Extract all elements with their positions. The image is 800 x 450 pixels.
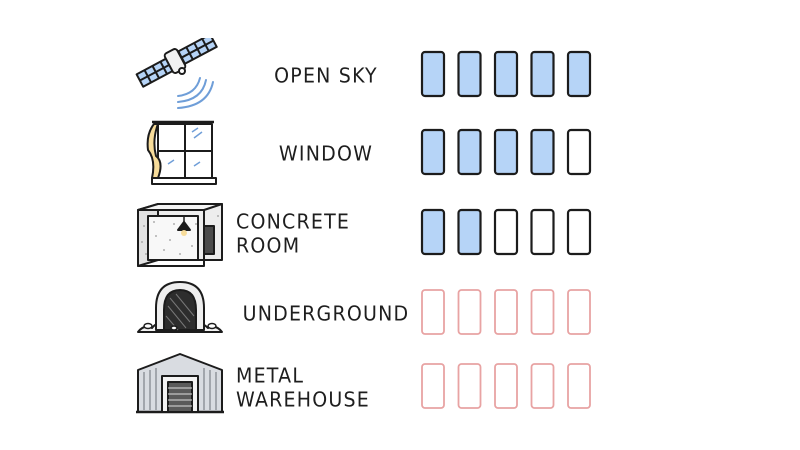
signal-bar-filled [457,50,482,98]
signal-bar-absent [567,289,591,335]
signal-bar-empty [566,128,592,176]
signal-bar-absent [421,289,445,335]
signal-bar-empty [566,208,592,256]
signal-bar-filled [420,50,446,98]
signal-bars [420,350,600,426]
signal-bar-absent [567,363,591,409]
row-label: UNDERGROUND [242,302,410,326]
signal-bar-filled [457,128,482,176]
warehouse-icon [134,350,226,426]
row-label: OPEN SKY [274,64,378,88]
window-icon [134,116,226,192]
signal-bar-absent [457,289,482,335]
signal-bars [420,196,600,272]
tunnel-icon [134,276,226,352]
signal-bar-empty [493,208,519,256]
signal-bars [420,116,600,192]
signal-bar-empty [530,208,555,256]
signal-bar-filled [420,128,446,176]
signal-bar-filled [457,208,482,256]
signal-bar-filled [493,128,519,176]
satellite-icon [134,38,226,114]
signal-bar-absent [530,289,555,335]
row-label: CONCRETE ROOM [236,210,351,258]
row-window: WINDOW [0,116,800,192]
signal-bar-filled [566,50,592,98]
signal-bars [420,276,600,352]
signal-bar-absent [494,363,518,409]
signal-bar-absent [421,363,445,409]
signal-bar-filled [530,50,555,98]
signal-bars [420,38,600,114]
row-open-sky: OPEN SKY [0,38,800,114]
signal-bar-absent [457,363,482,409]
row-metal-warehouse: METAL WAREHOUSE [0,350,800,426]
signal-bar-absent [530,363,555,409]
row-underground: UNDERGROUND [0,276,800,352]
signal-bar-filled [530,128,555,176]
concrete-room-icon [134,196,226,272]
row-concrete-room: CONCRETE ROOM [0,196,800,272]
signal-bar-absent [494,289,518,335]
row-label: METAL WAREHOUSE [236,364,370,412]
row-label: WINDOW [278,142,374,166]
signal-bar-filled [493,50,519,98]
signal-bar-filled [420,208,446,256]
